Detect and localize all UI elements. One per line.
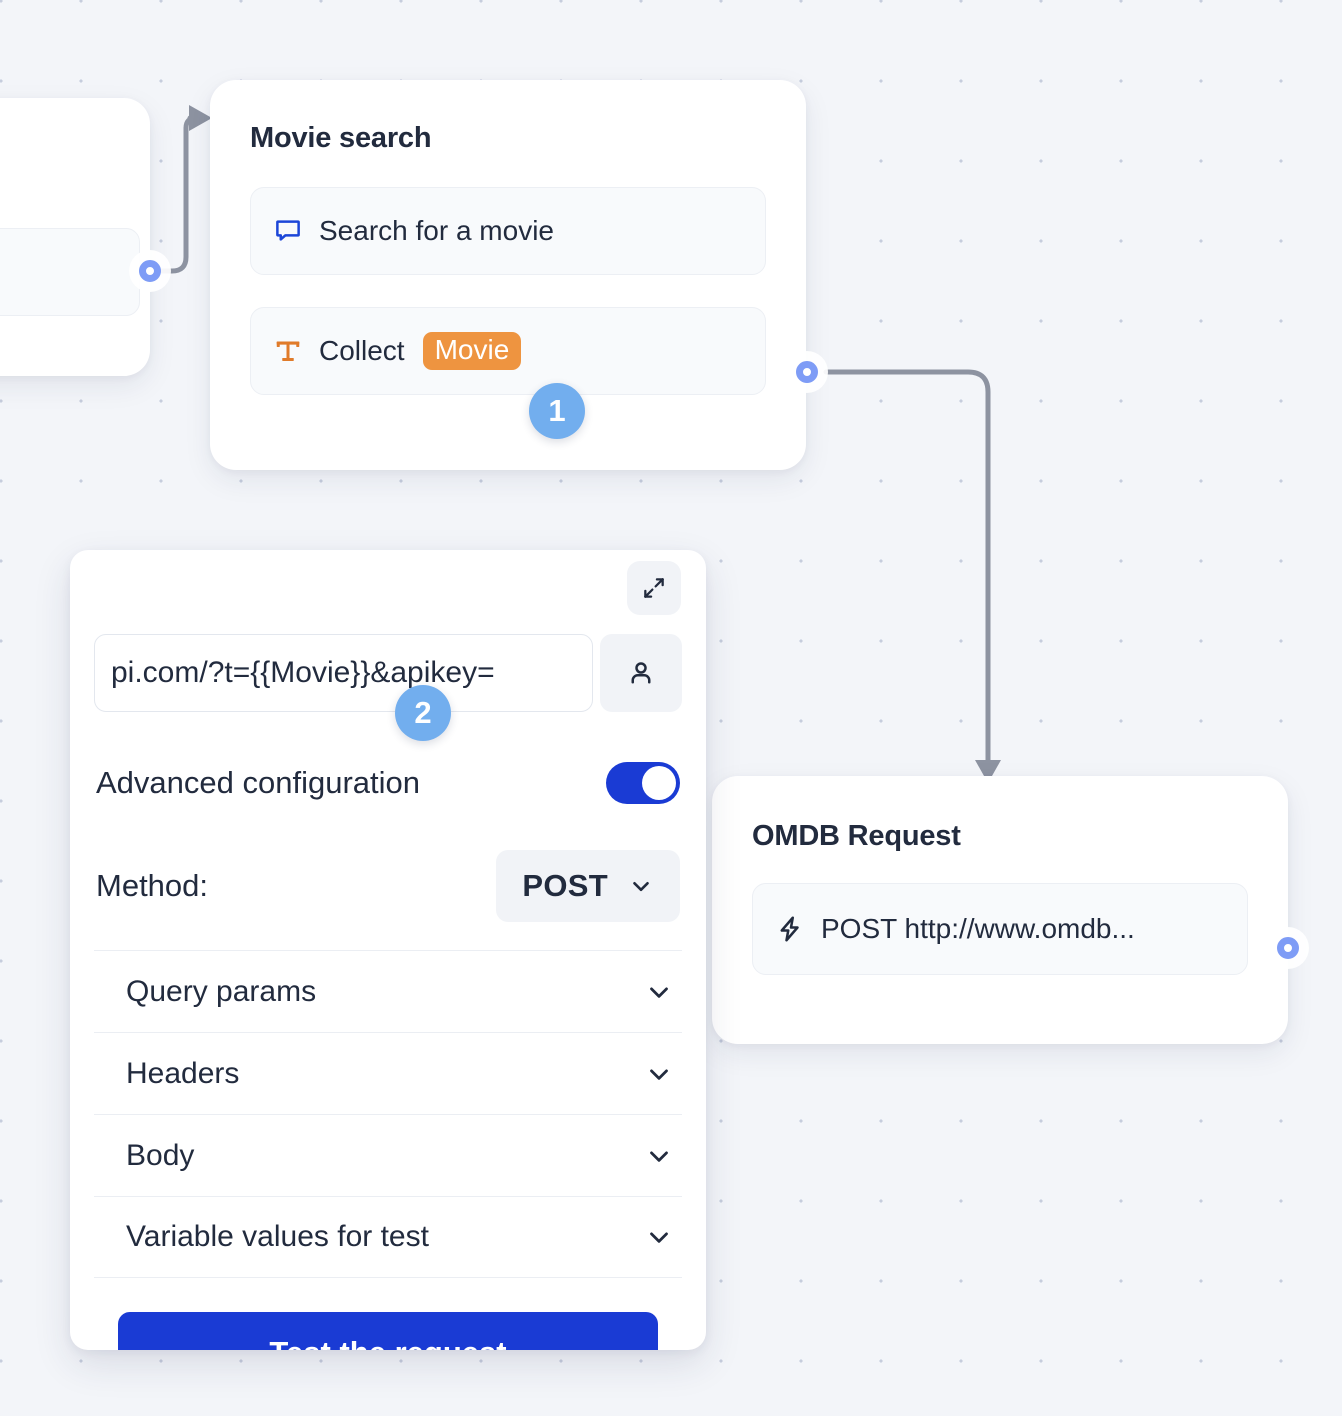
node-row-collect-movie[interactable]: Collect Movie: [250, 307, 766, 395]
node-partial-row[interactable]: [0, 228, 140, 316]
message-bubble-icon: [273, 216, 303, 246]
panel-body: Advanced configuration Method: POST Quer…: [70, 550, 706, 1350]
chevron-down-icon: [644, 1141, 674, 1171]
test-the-request-button[interactable]: Test the request: [118, 1312, 658, 1350]
lightning-bolt-icon: [775, 914, 805, 944]
node-omdb-request-title: OMDB Request: [752, 820, 961, 852]
variable-chip-movie[interactable]: Movie: [422, 332, 522, 370]
method-label: Method:: [96, 868, 209, 903]
request-config-panel: Advanced configuration Method: POST Quer…: [70, 550, 706, 1350]
method-row: Method: POST: [94, 850, 682, 922]
accordion-item-variable-values-for-test[interactable]: Variable values for test: [94, 1196, 682, 1278]
node-omdb-request-card[interactable]: OMDB Request POST http://www.omdb...: [712, 776, 1288, 1044]
method-selected-value: POST: [522, 868, 608, 903]
edge-movie-to-omdb: [823, 369, 991, 765]
chevron-down-icon: [628, 873, 654, 899]
accordion-item-body[interactable]: Body: [94, 1114, 682, 1196]
chevron-down-icon: [644, 1059, 674, 1089]
method-select[interactable]: POST: [496, 850, 680, 922]
node-movie-search-card[interactable]: Movie search Search for a movie Collect …: [210, 80, 806, 470]
step-badge-2: 2: [395, 685, 451, 741]
step-badge-1: 1: [529, 383, 585, 439]
accordion-label: Body: [126, 1138, 195, 1172]
toggle-knob: [642, 766, 676, 800]
accordion-label: Query params: [126, 974, 317, 1008]
accordion-label: Variable values for test: [126, 1220, 429, 1253]
node-movie-search-title: Movie search: [250, 122, 432, 154]
connector-handle-partial-output[interactable]: [139, 260, 161, 282]
accordion-label: Headers: [126, 1056, 240, 1090]
node-row-post-request[interactable]: POST http://www.omdb...: [752, 883, 1248, 975]
expand-diagonal-icon: [641, 575, 667, 601]
node-row-label: Collect: [319, 335, 405, 366]
text-t-icon: [273, 336, 303, 366]
chevron-down-icon: [644, 1222, 674, 1252]
advanced-configuration-toggle[interactable]: [606, 762, 680, 804]
advanced-configuration-label: Advanced configuration: [96, 765, 421, 800]
config-accordion: Query params Headers Body: [94, 950, 682, 1278]
connector-handle-omdb-output[interactable]: [1277, 937, 1299, 959]
connector-handle-movie-search-output[interactable]: [796, 361, 818, 383]
url-row: [94, 634, 682, 712]
edge-partial-to-movie: [159, 115, 197, 274]
advanced-configuration-row: Advanced configuration: [94, 762, 682, 804]
accordion-item-query-params[interactable]: Query params: [94, 950, 682, 1032]
node-row-search-for-a-movie[interactable]: Search for a movie: [250, 187, 766, 275]
chevron-down-icon: [644, 977, 674, 1007]
expand-panel-button[interactable]: [627, 561, 681, 615]
person-icon: [626, 658, 656, 688]
node-row-label: Search for a movie: [319, 215, 554, 246]
node-row-label: POST http://www.omdb...: [821, 913, 1135, 944]
accordion-item-headers[interactable]: Headers: [94, 1032, 682, 1114]
edge-arrowhead-movie: [189, 105, 212, 131]
url-auth-user-button[interactable]: [600, 634, 682, 712]
node-partial-card[interactable]: [0, 98, 150, 376]
request-url-input[interactable]: [94, 634, 593, 712]
